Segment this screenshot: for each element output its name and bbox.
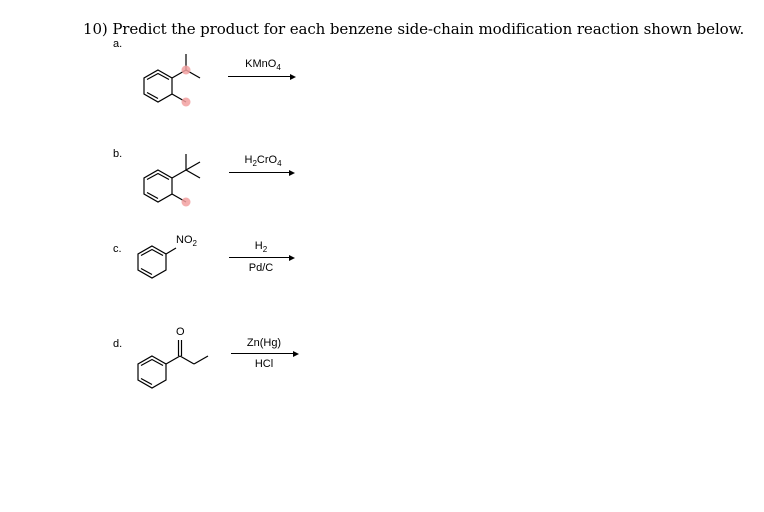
part-c-label: c.	[113, 243, 122, 255]
part-a-reagent-above: KMnO4	[245, 58, 281, 73]
part-b-reagent-above: H2CrO4	[244, 154, 282, 169]
part-b-molecule	[143, 154, 201, 207]
part-b-reaction-arrow	[229, 169, 295, 176]
benzylic-highlight	[181, 97, 191, 107]
part-d-reagent-above: Zn(Hg)	[246, 337, 282, 349]
question-prompt: Predict the product for each benzene sid…	[112, 20, 745, 38]
part-c-molecule	[137, 245, 177, 279]
part-c-reaction-arrow	[229, 254, 295, 261]
part-b-label: b.	[113, 148, 123, 160]
question-number: 10)	[83, 20, 108, 38]
part-d-carbonyl-oxygen: O	[176, 326, 185, 338]
part-a-molecule	[143, 54, 201, 107]
part-a-label: a.	[113, 38, 123, 50]
part-d-molecule	[137, 340, 209, 389]
question-text: 10) Predict the product for each benzene…	[83, 20, 744, 38]
part-d-reagent-below: HCl	[254, 358, 274, 370]
part-c-nitro-group: NO2	[176, 234, 197, 249]
part-a-reaction-arrow	[228, 73, 296, 80]
part-d-reaction-arrow	[231, 350, 299, 357]
part-c-reagent-above: H2	[254, 240, 268, 255]
part-c-reagent-below: Pd/C	[248, 262, 274, 274]
benzylic-highlight	[181, 65, 191, 75]
benzylic-highlight	[181, 197, 191, 207]
part-d-label: d.	[113, 338, 123, 350]
